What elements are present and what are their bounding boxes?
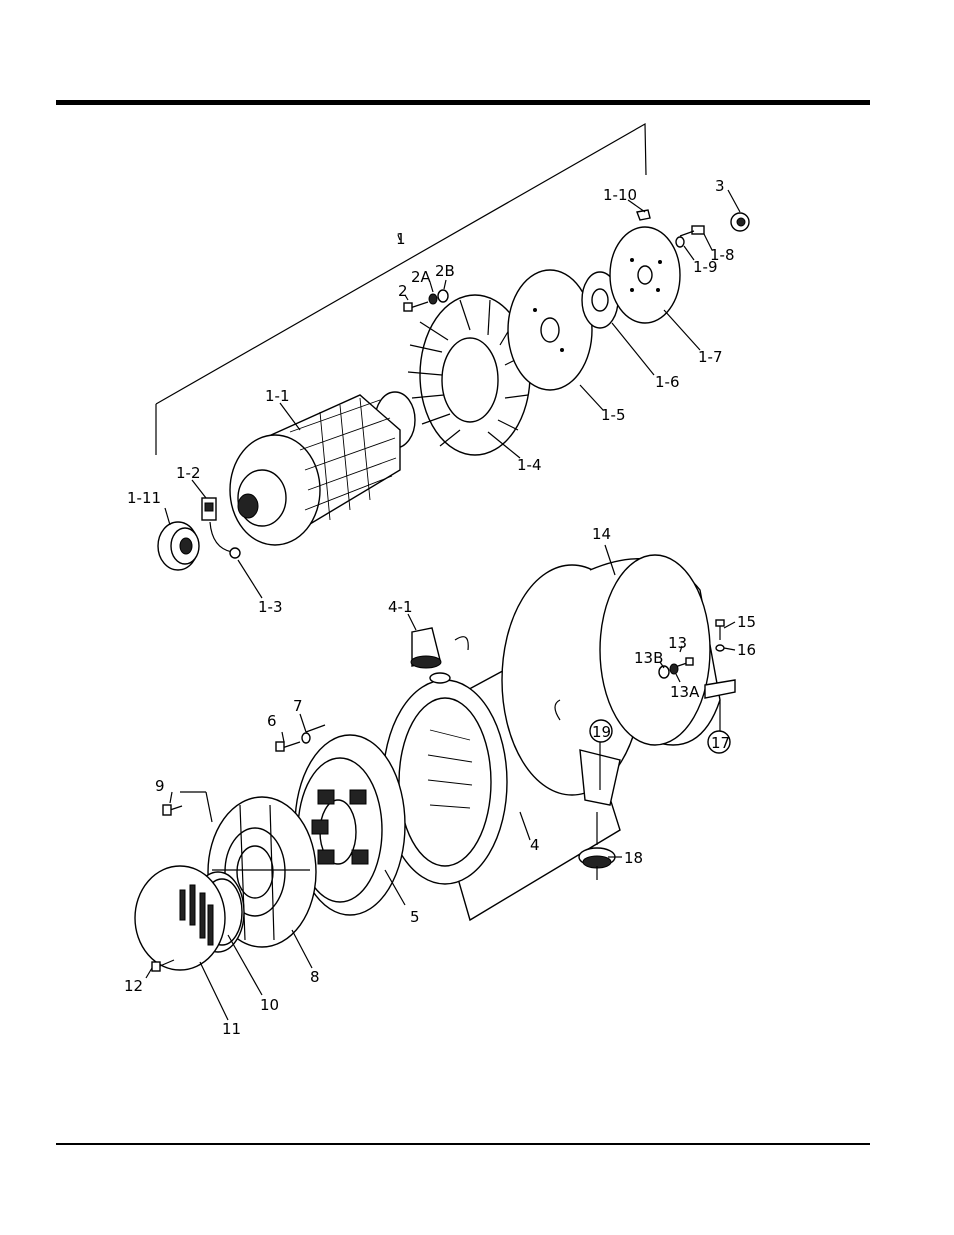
callout-18: 18 <box>624 849 643 867</box>
callout-1-2: 1-2 <box>176 464 201 482</box>
callout-1-10: 1-10 <box>603 186 637 204</box>
callout-7: 7 <box>293 697 303 715</box>
callout-2a: 2A <box>411 268 432 286</box>
callout-3: 3 <box>715 177 725 195</box>
callout-12: 12 <box>124 977 143 995</box>
callout-1-9: 1-9 <box>693 258 718 276</box>
coupling-bolt <box>680 226 704 236</box>
callout-9: 9 <box>155 777 165 795</box>
callout-5: 5 <box>410 908 420 926</box>
callout-6: 6 <box>267 712 277 730</box>
bearing <box>158 522 199 570</box>
callout-13b: 13B <box>634 649 663 667</box>
callout-13a: 13A <box>670 683 700 701</box>
fan-plate <box>508 270 592 390</box>
callout-8: 8 <box>310 968 320 986</box>
callout-10: 10 <box>260 996 279 1014</box>
brush-holder <box>202 498 216 520</box>
callout-1: 1 <box>396 230 406 248</box>
callout-11: 11 <box>222 1020 241 1038</box>
callout-1-3: 1-3 <box>258 598 283 616</box>
coupling-disc <box>610 227 680 323</box>
callout-2b: 2B <box>435 262 455 280</box>
exciter-washer <box>302 733 310 743</box>
callout-19: 19 <box>592 723 611 741</box>
cap <box>411 628 441 668</box>
exciter-bolt <box>276 742 300 751</box>
callout-4-1: 4-1 <box>388 598 413 616</box>
nut <box>731 213 749 231</box>
callout-13: 13 <box>668 634 687 652</box>
callout-1-1: 1-1 <box>265 387 290 405</box>
callout-14: 14 <box>592 525 611 543</box>
callout-16: 16 <box>737 641 756 659</box>
band-screw <box>716 620 724 640</box>
armature-rotor <box>230 392 415 545</box>
callout-17: 17 <box>711 734 730 752</box>
lock-washer <box>676 237 684 247</box>
callout-1-6: 1-6 <box>655 373 680 391</box>
bottom-rule <box>56 1143 870 1145</box>
fan-screw <box>404 290 448 311</box>
slip-ring-wire <box>210 522 240 558</box>
callout-15: 15 <box>737 613 756 631</box>
band-washer <box>716 645 724 651</box>
bracket-bolt <box>163 805 182 815</box>
callout-2: 2 <box>398 282 408 300</box>
callout-4: 4 <box>530 836 540 854</box>
callout-1-11: 1-11 <box>127 489 161 507</box>
callout-1-7: 1-7 <box>698 348 723 366</box>
cover-plate <box>135 866 225 970</box>
callout-1-5: 1-5 <box>601 406 626 424</box>
callout-1-4: 1-4 <box>517 456 542 474</box>
